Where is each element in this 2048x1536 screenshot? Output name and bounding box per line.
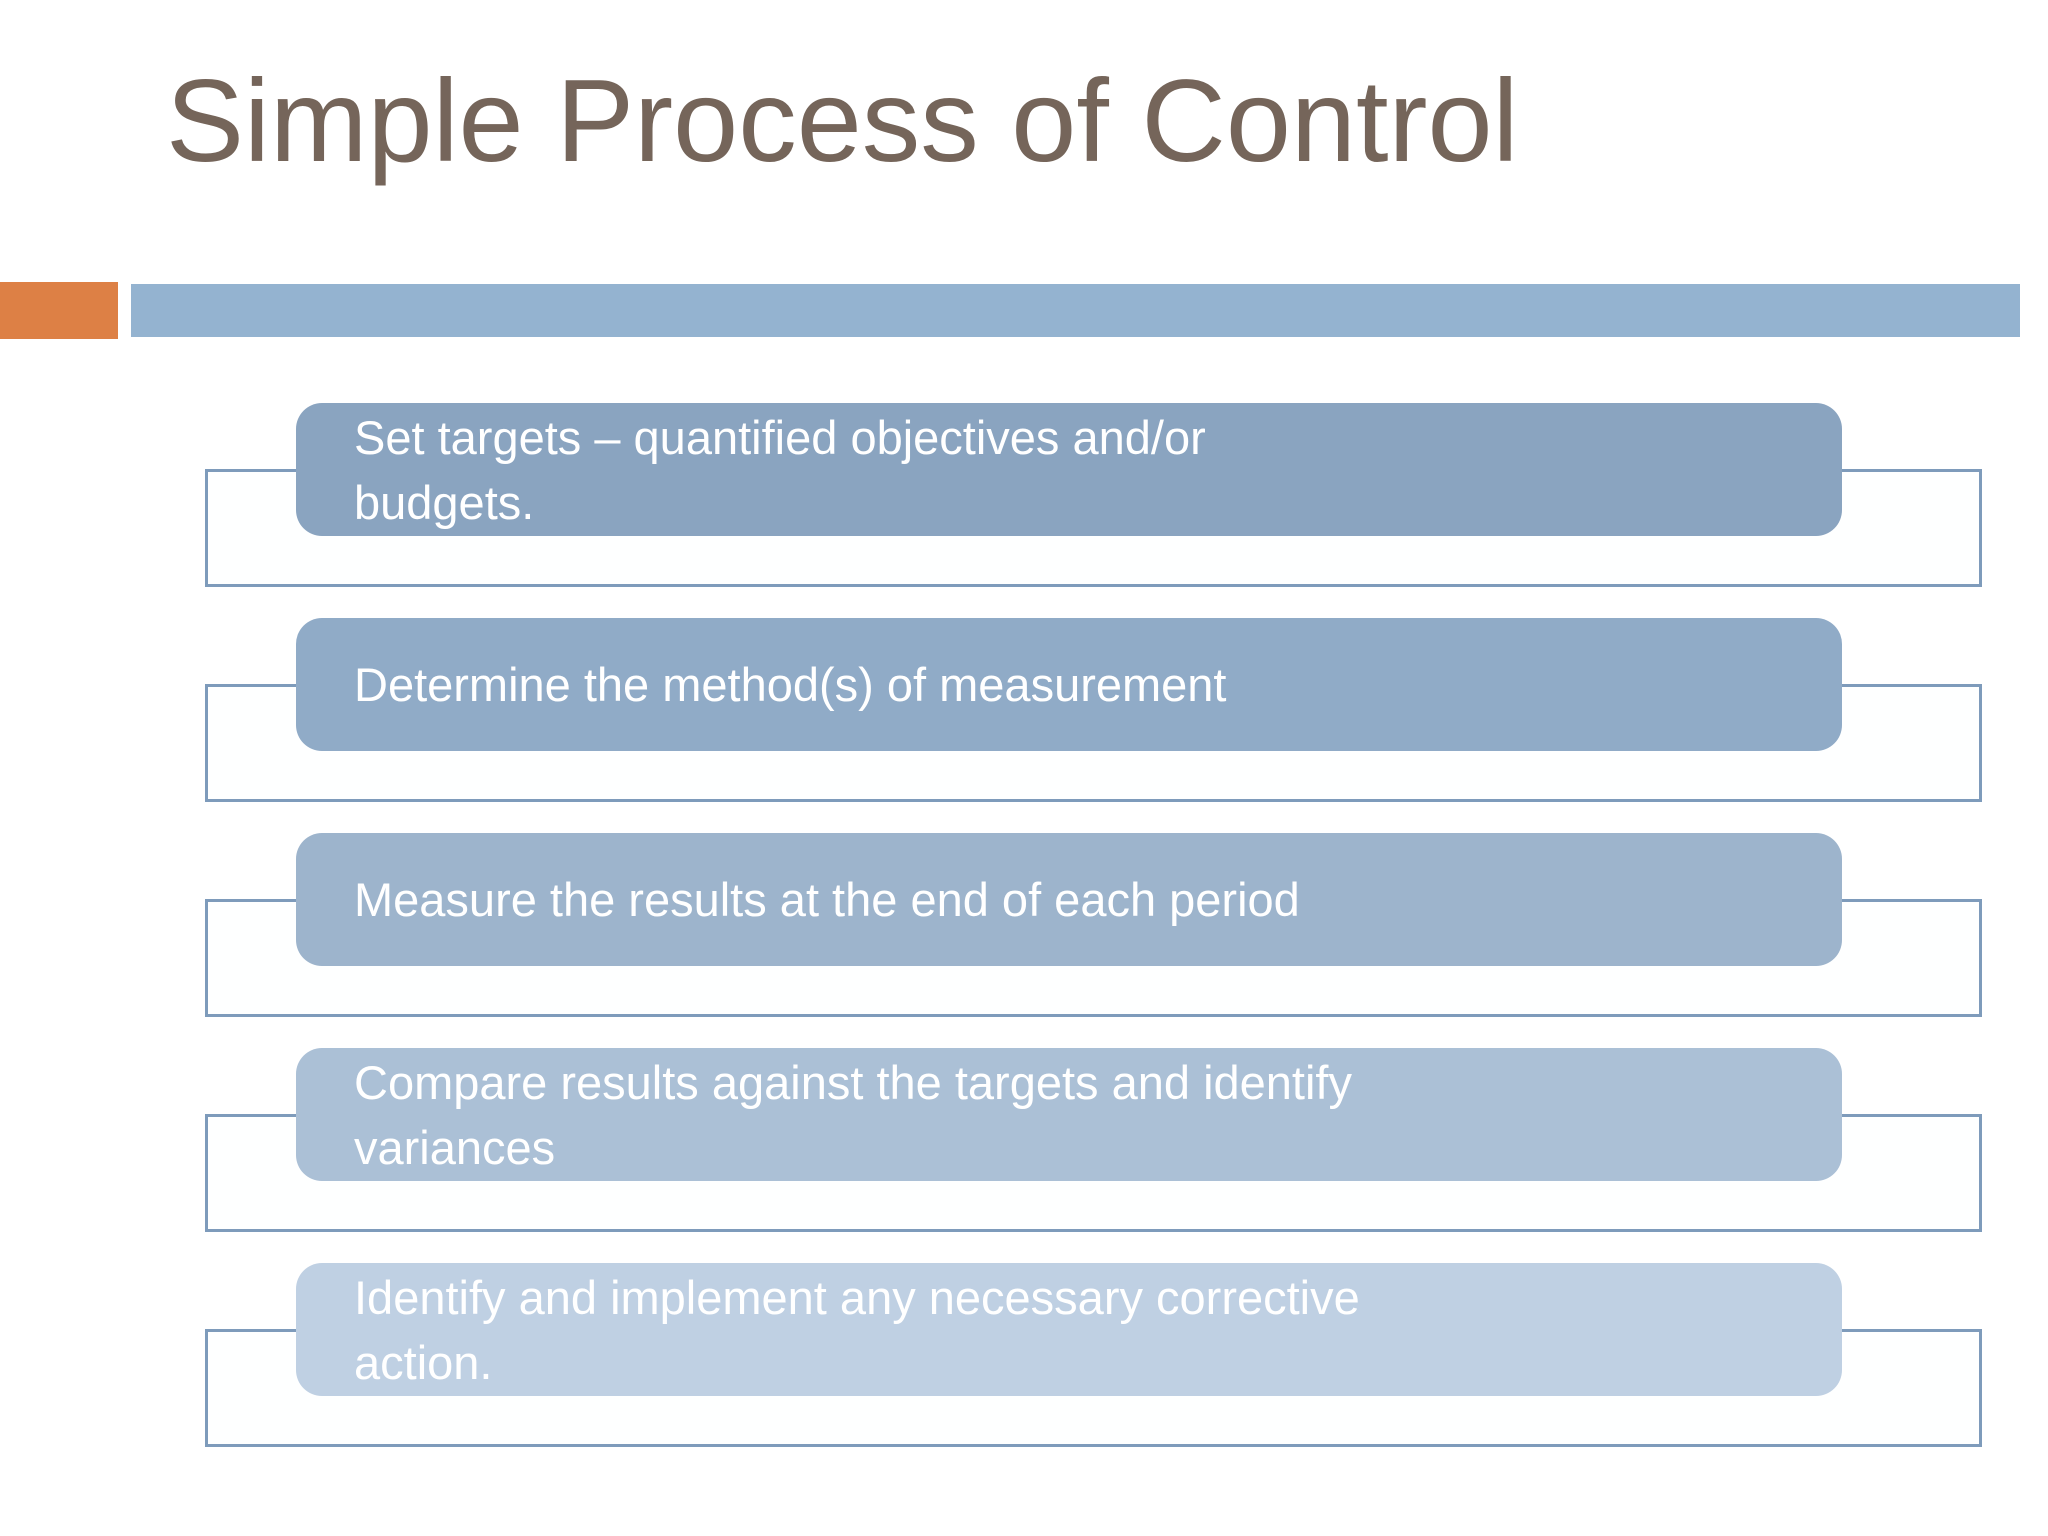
process-step-2: Determine the method(s) of measurement — [0, 618, 2048, 833]
step-4-label: Compare results against the targets and … — [354, 1055, 1352, 1174]
process-step-4: Compare results against the targets and … — [0, 1048, 2048, 1263]
step-5-box: Identify and implement any necessary cor… — [296, 1263, 1842, 1396]
step-1-box: Set targets – quantified objectives and/… — [296, 403, 1842, 536]
step-2-label: Determine the method(s) of measurement — [354, 658, 1227, 711]
step-2-box: Determine the method(s) of measurement — [296, 618, 1842, 751]
process-step-5: Identify and implement any necessary cor… — [0, 1263, 2048, 1478]
slide-title: Simple Process of Control — [166, 55, 1519, 186]
step-1-label: Set targets – quantified objectives and/… — [354, 410, 1206, 529]
accent-bar-blue — [131, 284, 2020, 337]
step-3-box: Measure the results at the end of each p… — [296, 833, 1842, 966]
step-5-label: Identify and implement any necessary cor… — [354, 1270, 1360, 1389]
accent-bar-orange — [0, 282, 118, 339]
process-step-3: Measure the results at the end of each p… — [0, 833, 2048, 1048]
process-step-1: Set targets – quantified objectives and/… — [0, 403, 2048, 618]
step-4-box: Compare results against the targets and … — [296, 1048, 1842, 1181]
step-3-label: Measure the results at the end of each p… — [354, 873, 1300, 926]
